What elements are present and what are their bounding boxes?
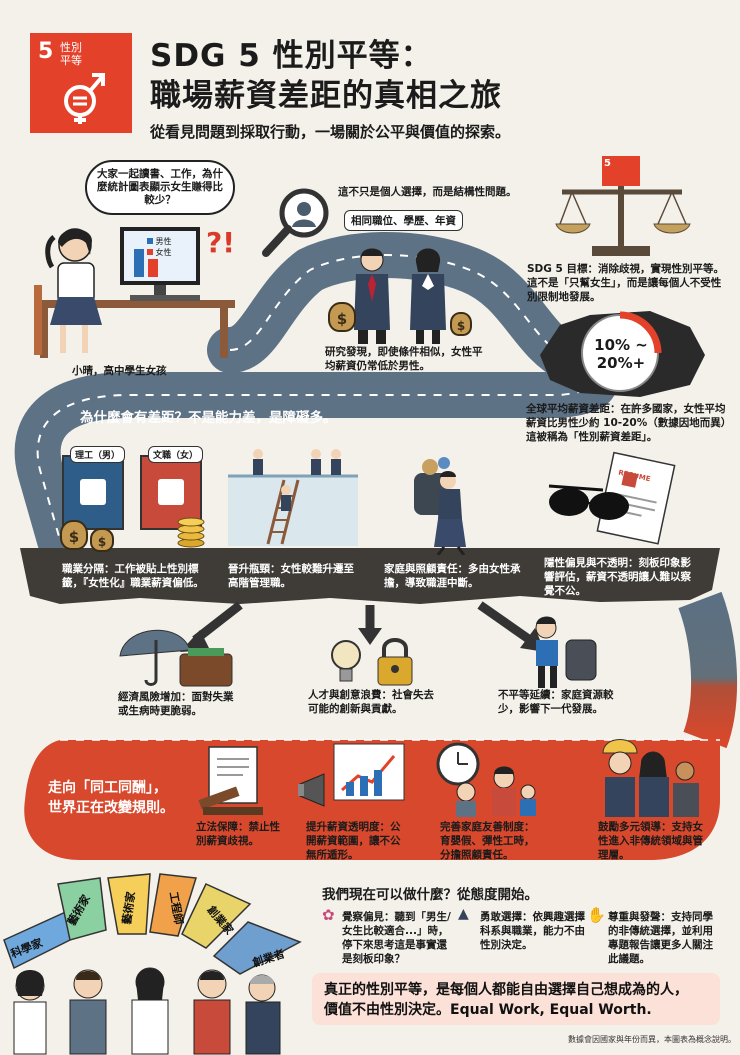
same-conditions-label: 相同職位、學歷、年資 <box>344 210 463 231</box>
road-right <box>678 591 738 749</box>
effect-economic-risk: 經濟風險增加：面對失業或生病時更脆弱。 <box>118 691 234 717</box>
exclaim-mark: ?! <box>206 226 236 259</box>
sdg5-badge: 5 性別 平等 <box>30 33 132 133</box>
clock-family-icon <box>436 742 536 817</box>
sdg-badge-number: 5 <box>38 39 54 64</box>
law-document-gavel-icon <box>198 746 263 815</box>
arrow-right <box>477 601 533 644</box>
title-line-2: 職場薪資差距的真相之旅 <box>150 78 502 114</box>
cause-hidden-bias: 隱性偏見與不透明：刻板印象影響評估，薪資不透明讓人難以察覺不公。 <box>544 557 691 597</box>
money-bag-small-icon: $ <box>450 312 472 336</box>
title-line-1: SDG 5 性別平等： <box>150 38 433 74</box>
final-message: 真正的性別平等，是每個人都能自由選擇自己想成為的人， 價值不由性別決定。Equa… <box>324 980 688 1020</box>
umbrella-wallet-illustration <box>119 629 233 687</box>
handshake-icon: ✋ <box>587 906 606 924</box>
career-rays-illustration <box>3 873 302 1055</box>
two-professionals-illustration <box>354 248 446 344</box>
arrow-left <box>192 601 243 644</box>
change-banner-text: 走向「同工同酬」， 世界正在改變規則。 <box>48 778 174 818</box>
attitude-awareness: 覺察偏見：聽到「男生/女生比較適合...」時，停下來思考這是事實還是刻板印象？ <box>342 911 451 965</box>
graduation-cap-icon: ▲ <box>458 906 469 922</box>
money-bag-icon: $ <box>328 302 356 332</box>
gap-text: 全球平均薪資差距：在許多國家，女性平均薪資比男性少約 10-20%（數據因地而異… <box>526 403 727 443</box>
gender-equality-icon <box>64 73 105 124</box>
change-banner-line-2: 世界正在改變規則。 <box>48 800 174 816</box>
cause-promotion-ceiling: 晉升瓶頸：女性較難升遷至高階管理職。 <box>228 563 354 589</box>
causes-banner <box>20 548 720 604</box>
gap-percent: 10% ~ 20%+ <box>590 336 652 372</box>
action-legislation: 立法保障：禁止性別薪資歧視。 <box>196 821 280 847</box>
footnote: 數據會因國家與年份而異，本圖表為概念說明。 <box>568 1035 736 1044</box>
cause-family-care: 家庭與照顧責任：多由女性承擔，導致職涯中斷。 <box>384 563 521 589</box>
gap-value-2: 20%+ <box>596 354 646 372</box>
clerical-door-label: 文職（女） <box>148 446 204 463</box>
coin-stack-icon <box>177 517 205 548</box>
effect-inequality-continues: 不平等延續：家庭資源較少，影響下一代發展。 <box>498 689 614 715</box>
child-backpack-illustration <box>535 616 597 688</box>
structural-caption: 研究發現，即使條件相似，女性平均薪資仍常低於男性。 <box>325 346 483 372</box>
effect-talent-waste: 人才與創意浪費：社會失去可能的創新與貢獻。 <box>308 689 434 715</box>
final-line-1: 真正的性別平等，是每個人都能自由選擇自己想成為的人， <box>324 982 688 998</box>
cause-occupational-segregation: 職業分隔：工作被貼上性別標籤，『女性化』職業薪資偏低。 <box>62 563 204 589</box>
student-caption: 小晴，高中學生女孩 <box>72 365 167 377</box>
brain-icon: ✿ <box>322 906 335 924</box>
scale-of-justice-icon <box>555 156 691 256</box>
chart-legend: 男性 女性 <box>147 236 172 258</box>
stem-door-label: 理工（男） <box>70 446 126 463</box>
money-bag-icon-3: $ <box>90 528 114 552</box>
magnifier-icon <box>262 188 329 257</box>
clerical-door <box>140 455 202 530</box>
road-upper-dash <box>36 254 596 541</box>
bulb-lock-illustration <box>331 638 413 686</box>
bias-glasses-resume-illustration <box>548 451 676 545</box>
page-title: SDG 5 性別平等： 職場薪資差距的真相之旅 <box>150 36 502 116</box>
action-pay-transparency: 提升薪資透明度：公開薪資範圍，讓不公無所遁形。 <box>306 821 401 861</box>
sdg-badge-label: 性別 平等 <box>60 41 82 67</box>
structural-heading: 這不只是個人選擇，而是結構性問題。 <box>338 186 517 198</box>
caregiver-woman-illustration <box>414 457 466 555</box>
final-line-2: 價值不由性別決定。Equal Work, Equal Worth. <box>324 1002 652 1018</box>
final-message-box <box>312 973 720 1025</box>
action-family-friendly: 完善家庭友善制度：育嬰假、彈性工時，分擔照顧責任。 <box>440 821 535 861</box>
why-banner: 為什麼會有差距？不是能力差，是障礙多。 <box>80 410 337 426</box>
megaphone-chart-icon <box>298 743 405 807</box>
attitude-respect-speak-up: 尊重與發聲：支持同學的非傳統選擇，並利用專題報告讓更多人關注此議題。 <box>608 911 713 965</box>
attitude-heading: 我們現在可以做什麼？從態度開始。 <box>322 887 538 903</box>
page-subtitle: 從看見問題到採取行動，一場關於公平與價值的探索。 <box>150 123 511 141</box>
goal-badge-number: 5 <box>604 158 611 169</box>
attitude-brave-choice: 勇敢選擇：依興趣選擇科系與職業，能力不由性別決定。 <box>480 911 585 951</box>
gap-value-1: 10% ~ <box>594 336 648 354</box>
goal-text: SDG 5 目標：消除歧視，實現性別平等。這不是「只幫女生」，而是讓每個人不受性… <box>527 263 725 303</box>
glass-ceiling-illustration <box>228 449 358 546</box>
legend-male: 男性 <box>147 236 172 247</box>
change-banner-line-1: 走向「同工同酬」， <box>48 780 167 796</box>
wage-gap-crack <box>540 311 705 397</box>
stem-door <box>62 455 124 530</box>
student-at-desk-illustration <box>34 227 235 358</box>
question-bubble: 大家一起讀書、工作，為什麼統計圖表顯示女生賺得比較少？ <box>85 160 235 215</box>
diverse-leaders-icon <box>602 739 699 817</box>
action-diverse-leadership: 鼓勵多元領導：支持女性進入非傳統領域與管理層。 <box>598 821 703 861</box>
legend-female: 女性 <box>147 247 172 258</box>
money-bag-icon-2: $ <box>60 520 88 550</box>
